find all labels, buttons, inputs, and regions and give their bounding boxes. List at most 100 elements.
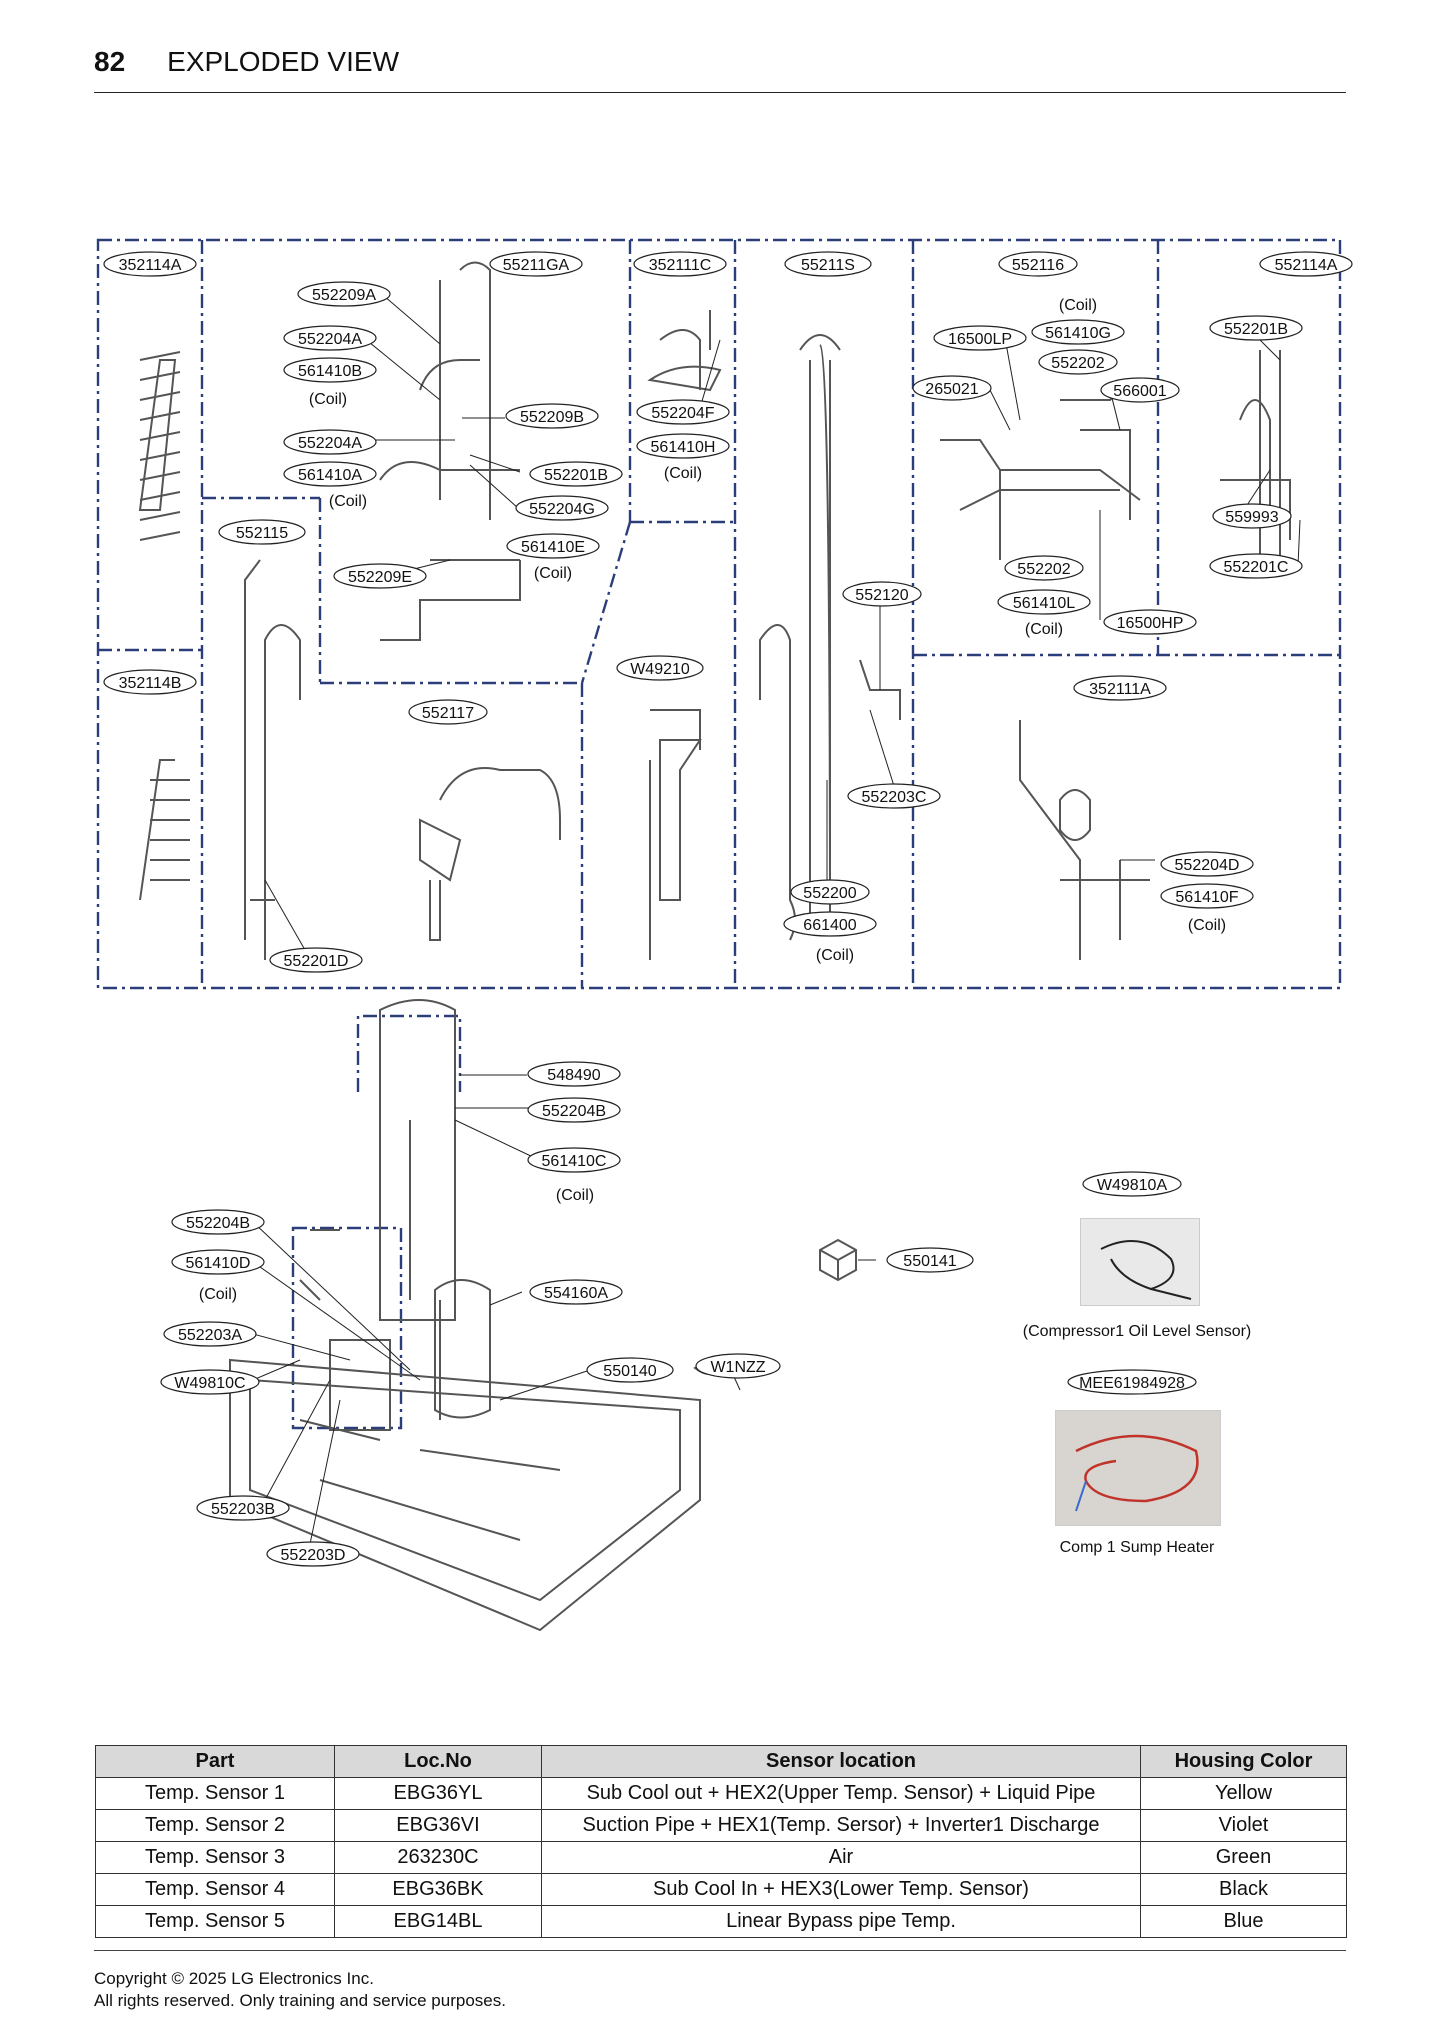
oil-level-sensor-photo <box>1080 1218 1200 1306</box>
callout-552117: 552117 <box>408 699 488 725</box>
callout-ellipse <box>160 1369 260 1395</box>
callout-552203c: 552203C <box>847 783 941 809</box>
callout-552203a: 552203A <box>163 1321 257 1347</box>
cell: Temp. Sensor 2 <box>95 1809 335 1842</box>
callout-code: 552209E <box>348 569 412 586</box>
callout-265021: 265021 <box>912 375 992 401</box>
coil-note: (Coil) <box>534 565 572 582</box>
callout-ellipse <box>1209 553 1303 579</box>
callout-ellipse <box>103 669 197 695</box>
callout-566001: 566001 <box>1100 377 1180 403</box>
callout-ellipse <box>842 581 922 607</box>
callout-552204f: 552204F <box>636 399 730 425</box>
callout-code: 552201B <box>1224 321 1288 338</box>
callout-code: 55211GA <box>503 257 570 274</box>
callout-552204a: 552204A <box>283 429 377 455</box>
callout-552114a: 552114A <box>1259 251 1353 277</box>
callout-ellipse <box>784 251 872 277</box>
callout-ellipse <box>1031 319 1125 345</box>
callout-code: 552203D <box>281 1547 346 1564</box>
callout-552115: 552115 <box>218 519 306 545</box>
callout-ellipse <box>297 281 391 307</box>
footer: Copyright © 2025 LG Electronics Inc. All… <box>94 1968 506 2012</box>
callout-code: 552204A <box>298 435 362 452</box>
callout-561410g: 561410G <box>1031 319 1125 345</box>
callout-ellipse <box>283 461 377 487</box>
callout-ellipse <box>506 533 600 559</box>
callout-code: 552203B <box>211 1501 275 1518</box>
callout-550141: 550141 <box>886 1247 974 1273</box>
callout-ellipse <box>695 1353 781 1379</box>
callout-552209b: 552209B <box>505 403 599 429</box>
callout-w49810c: W49810C <box>160 1369 260 1395</box>
callout-code: W49810A <box>1097 1177 1168 1194</box>
callout-ellipse <box>912 375 992 401</box>
callout-code: 552209B <box>520 409 584 426</box>
callout-552202: 552202 <box>1038 349 1118 375</box>
callout-ellipse <box>171 1209 265 1235</box>
callout-ellipse <box>1103 609 1197 635</box>
callout-code: 352111A <box>1089 681 1151 698</box>
coil-note: (Coil) <box>329 493 367 510</box>
callout-code: W1NZZ <box>710 1359 765 1376</box>
callout-ellipse <box>1004 555 1084 581</box>
callout-code: 552203C <box>862 789 927 806</box>
cell: Temp. Sensor 1 <box>95 1777 335 1810</box>
coil-note: (Coil) <box>199 1286 237 1303</box>
cell: Sub Cool out + HEX2(Upper Temp. Sensor) … <box>541 1777 1141 1810</box>
callout-ellipse <box>505 403 599 429</box>
callout-code: 566001 <box>1113 383 1166 400</box>
sump-heater-photo <box>1055 1410 1221 1526</box>
callout-ellipse <box>1160 851 1254 877</box>
callout-ellipse <box>933 325 1027 351</box>
callout-code: 561410L <box>1013 595 1075 612</box>
callout-code: 552202 <box>1051 355 1104 372</box>
callout-561410b: 561410B <box>283 357 377 383</box>
callout-552202: 552202 <box>1004 555 1084 581</box>
page-title: EXPLODED VIEW <box>167 46 399 77</box>
callout-ellipse <box>529 1279 623 1305</box>
sump-heater-caption: Comp 1 Sump Heater <box>1060 1539 1215 1556</box>
callout-code: 265021 <box>925 381 978 398</box>
callout-16500lp: 16500LP <box>933 325 1027 351</box>
coil-note: (Coil) <box>309 391 347 408</box>
cell: Violet <box>1140 1809 1347 1842</box>
callout-552209a: 552209A <box>297 281 391 307</box>
callout-ellipse <box>1212 503 1292 529</box>
callout-mee61984928: MEE61984928 <box>1067 1369 1197 1395</box>
callout-code: 552116 <box>1012 257 1064 274</box>
callout-ellipse <box>196 1495 290 1521</box>
cell: Blue <box>1140 1905 1347 1938</box>
callout-code: 561410H <box>651 439 716 456</box>
callout-code: MEE61984928 <box>1079 1375 1185 1392</box>
header-rule <box>94 92 1346 93</box>
callout-code: 548490 <box>547 1067 600 1084</box>
cell: Black <box>1140 1873 1347 1906</box>
callout-code: 552204D <box>1175 857 1240 874</box>
callout-code: 552201D <box>284 953 349 970</box>
callout-code: 16500HP <box>1117 615 1184 632</box>
callout-ellipse <box>515 495 609 521</box>
callout-ellipse <box>266 1541 360 1567</box>
callout-661400: 661400 <box>783 911 877 937</box>
callout-code: 550141 <box>903 1253 956 1270</box>
callout-552204a: 552204A <box>283 325 377 351</box>
callout-ellipse <box>218 519 306 545</box>
callout-ellipse <box>103 251 197 277</box>
callout-ellipse <box>1209 315 1303 341</box>
callout-code: 552209A <box>312 287 376 304</box>
callout-code: 552114A <box>1275 257 1338 274</box>
callout-code: 552115 <box>236 525 288 542</box>
leader-lines <box>252 295 1301 1545</box>
callout-code: 552201B <box>544 467 608 484</box>
callout-ellipse <box>886 1247 974 1273</box>
callout-561410c: 561410C <box>527 1147 621 1173</box>
callout-ellipse <box>1067 1369 1197 1395</box>
col-header: Housing Color <box>1140 1745 1347 1778</box>
callout-w49810a: W49810A <box>1082 1171 1182 1197</box>
callout-ellipse <box>283 357 377 383</box>
